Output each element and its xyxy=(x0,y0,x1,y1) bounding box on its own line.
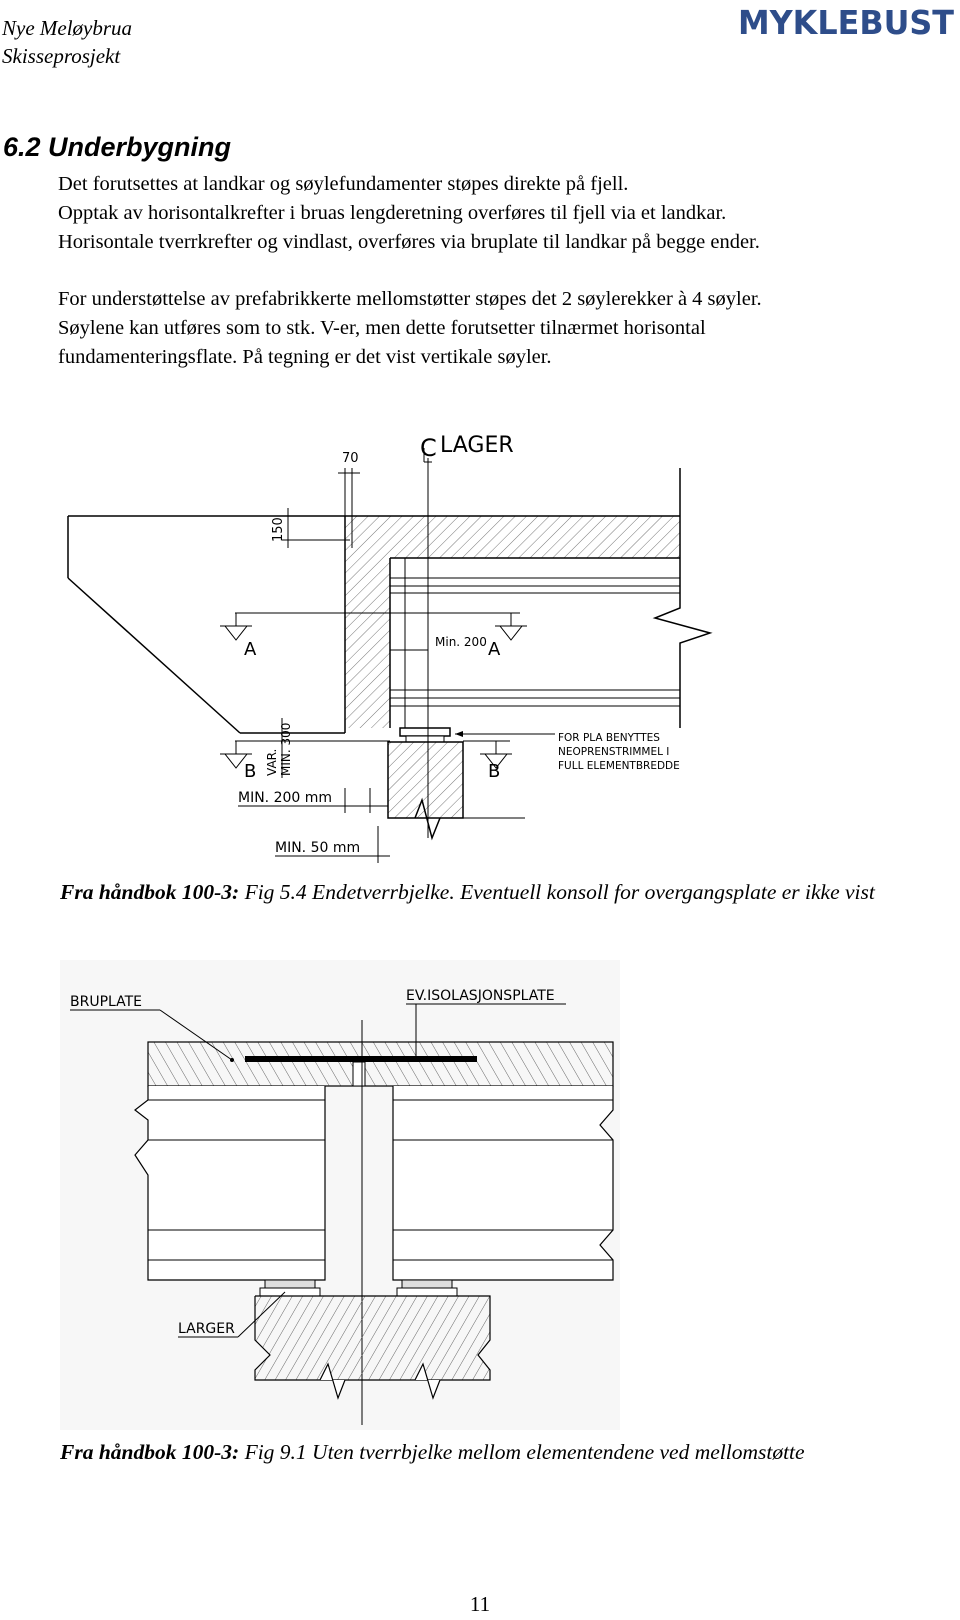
section-b-right: B xyxy=(488,761,500,782)
svg-text:C: C xyxy=(420,434,437,462)
var-label: VAR. xyxy=(265,749,279,776)
logo-text: MYKLEBUST xyxy=(738,4,954,40)
caption-text: Fig 9.1 Uten tverrbjelke mellom elemente… xyxy=(239,1440,805,1464)
section-a-left: A xyxy=(244,639,257,660)
section-a-right: A xyxy=(488,639,501,660)
bruplate-label: BRUPLATE xyxy=(70,994,142,1010)
project-name: Nye Meløybrua xyxy=(2,16,133,40)
dim-70-label: 70 xyxy=(342,451,359,466)
paragraph-columns: For understøttelse av prefabrikkerte mel… xyxy=(58,285,948,372)
figure-caption-2: Fra håndbok 100-3: Fig 9.1 Uten tverrbje… xyxy=(60,1438,950,1467)
paragraph-line: Horisontale tverrkrefter og vindlast, ov… xyxy=(58,231,760,253)
min-200-label: Min. 200 xyxy=(435,635,487,649)
paragraph-line: Det forutsettes at landkar og søylefunda… xyxy=(58,173,629,195)
figure-end-crossbeam: C LAGER 70 150 A A Min. 200 B xyxy=(60,428,740,873)
paragraph-line: For understøttelse av prefabrikkerte mel… xyxy=(58,288,762,310)
figure-no-crossbeam: BRUPLATE EV.ISOLASJONSPLATE LARGER xyxy=(60,960,620,1435)
dim-150-label: 150 xyxy=(271,517,286,542)
min-50-mm-label: MIN. 50 mm xyxy=(275,840,360,856)
caption-source: Fra håndbok 100-3: xyxy=(60,880,240,904)
page-number: 11 xyxy=(469,1592,491,1616)
caption-source: Fra håndbok 100-3: xyxy=(60,1440,240,1464)
lager-label: LAGER xyxy=(440,433,514,458)
section-b-left: B xyxy=(244,761,256,782)
isolasjonsplate-label: EV.ISOLASJONSPLATE xyxy=(406,988,555,1004)
section-title: 6.2 Underbygning xyxy=(3,132,232,162)
paragraph-foundations: Det forutsettes at landkar og søylefunda… xyxy=(58,170,948,257)
figure-caption-1: Fra håndbok 100-3: Fig 5.4 Endetverrbjel… xyxy=(60,878,950,907)
caption-text: Fig 5.4 Endetverrbjelke. Eventuell konso… xyxy=(239,880,875,904)
larger-label: LARGER xyxy=(178,1321,235,1337)
min-300-label: MIN. 300 xyxy=(279,723,293,776)
project-phase: Skisseprosjekt xyxy=(2,44,121,68)
note-line-1: FOR PLA BENYTTES xyxy=(558,732,660,744)
paragraph-line: Søylene kan utføres som to stk. V-er, me… xyxy=(58,317,706,339)
paragraph-line: Opptak av horisontalkrefter i bruas leng… xyxy=(58,202,727,224)
paragraph-line: fundamenteringsflate. På tegning er det … xyxy=(58,346,552,368)
note-line-3: FULL ELEMENTBREDDE xyxy=(558,760,680,772)
note-line-2: NEOPRENSTRIMMEL I xyxy=(558,746,669,758)
document-header: Nye Meløybrua Skisseprosjekt xyxy=(2,14,132,70)
min-200-mm-label: MIN. 200 mm xyxy=(238,790,332,806)
company-logo: MYKLEBUST xyxy=(738,3,956,42)
